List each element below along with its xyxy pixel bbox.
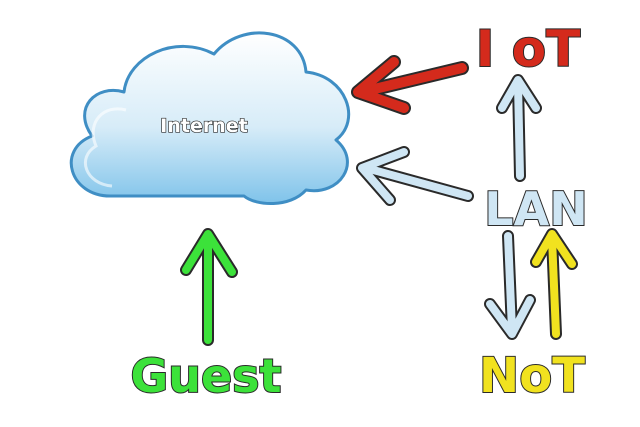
- arrow-lan-to-not: [484, 230, 536, 340]
- internet-label: Internet: [160, 115, 247, 137]
- iot-label: I oT: [476, 20, 580, 78]
- internet-cloud-icon: [69, 31, 351, 206]
- arrow-lan-to-iot: [496, 74, 542, 182]
- arrow-lan-to-internet: [356, 146, 474, 206]
- not-label: NoT: [479, 348, 585, 404]
- guest-label: Guest: [130, 349, 281, 403]
- lan-label: LAN: [484, 182, 587, 236]
- arrow-iot-to-internet: [351, 55, 469, 115]
- arrow-not-to-lan: [530, 228, 578, 340]
- arrow-guest-to-internet: [180, 228, 238, 346]
